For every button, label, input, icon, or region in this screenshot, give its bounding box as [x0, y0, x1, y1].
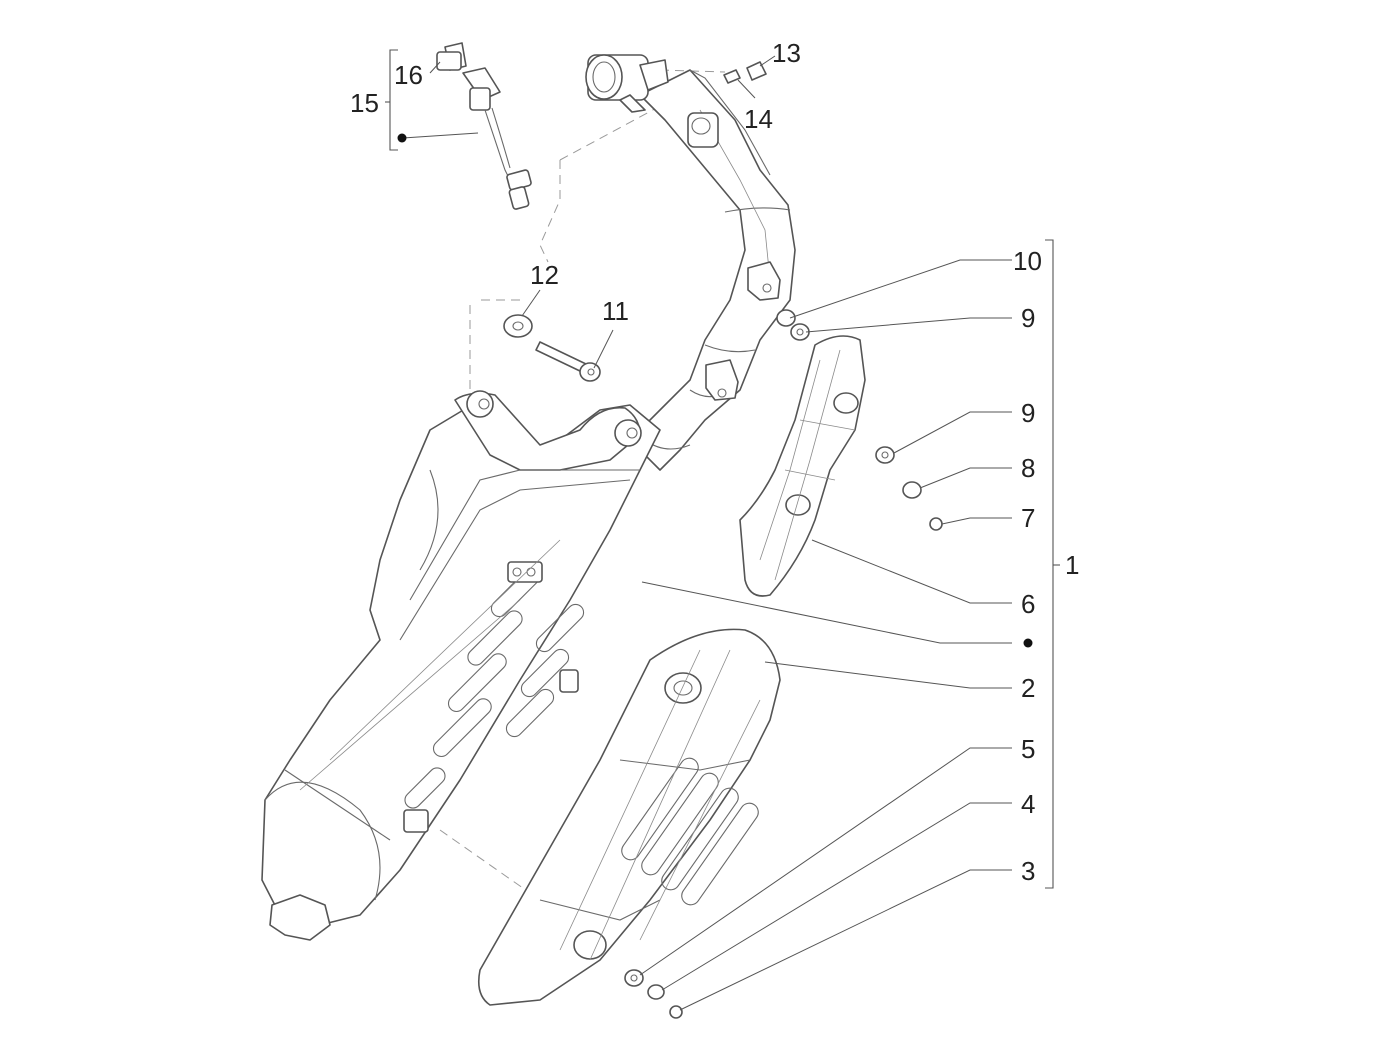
nut-13: [746, 61, 767, 81]
bullet-dot-15: [397, 133, 407, 143]
exhaust-manifold-pipe: [585, 54, 796, 471]
hardware: [624, 61, 943, 1019]
manifold-heat-shield: [739, 335, 866, 597]
callout-3: 3: [1021, 856, 1035, 886]
lambda-sensor: [436, 42, 532, 210]
screw-3: [669, 1005, 683, 1019]
washer-8: [902, 481, 922, 499]
callout-15: 15: [350, 88, 379, 118]
callout-2: 2: [1021, 673, 1035, 703]
callout-10: 10: [1013, 246, 1042, 276]
mounting-bolt-and-washer: [503, 314, 601, 382]
leader-lines: [402, 55, 1012, 1011]
washer-14: [723, 69, 741, 84]
callout-9a: 9: [1021, 398, 1035, 428]
callout-5: 5: [1021, 734, 1035, 764]
muffler-body: [261, 390, 661, 941]
washer-9b: [875, 446, 895, 464]
group-15-bracket: [389, 49, 398, 151]
callout-11: 11: [602, 296, 629, 326]
screw-7: [929, 517, 943, 531]
muffler-heat-shield: [477, 628, 781, 1006]
callout-8: 8: [1021, 453, 1035, 483]
callout-9b: 9: [1021, 303, 1035, 333]
callout-labels: 1 2 3 4 5 6 7 8 9 9 10 11 12 13 14 15 16: [350, 38, 1079, 886]
washer-10: [776, 309, 796, 327]
callout-7: 7: [1021, 503, 1035, 533]
group-1-bracket: [1045, 239, 1054, 889]
callout-16: 16: [394, 60, 423, 90]
washer-4: [647, 984, 665, 1000]
callout-12: 12: [530, 260, 559, 290]
callout-14: 14: [744, 104, 773, 134]
callout-4: 4: [1021, 789, 1035, 819]
callout-13: 13: [772, 38, 801, 68]
bullet-dot-1: [1023, 638, 1033, 648]
spacer-5: [624, 969, 644, 987]
callout-6: 6: [1021, 589, 1035, 619]
callout-1: 1: [1065, 550, 1079, 580]
